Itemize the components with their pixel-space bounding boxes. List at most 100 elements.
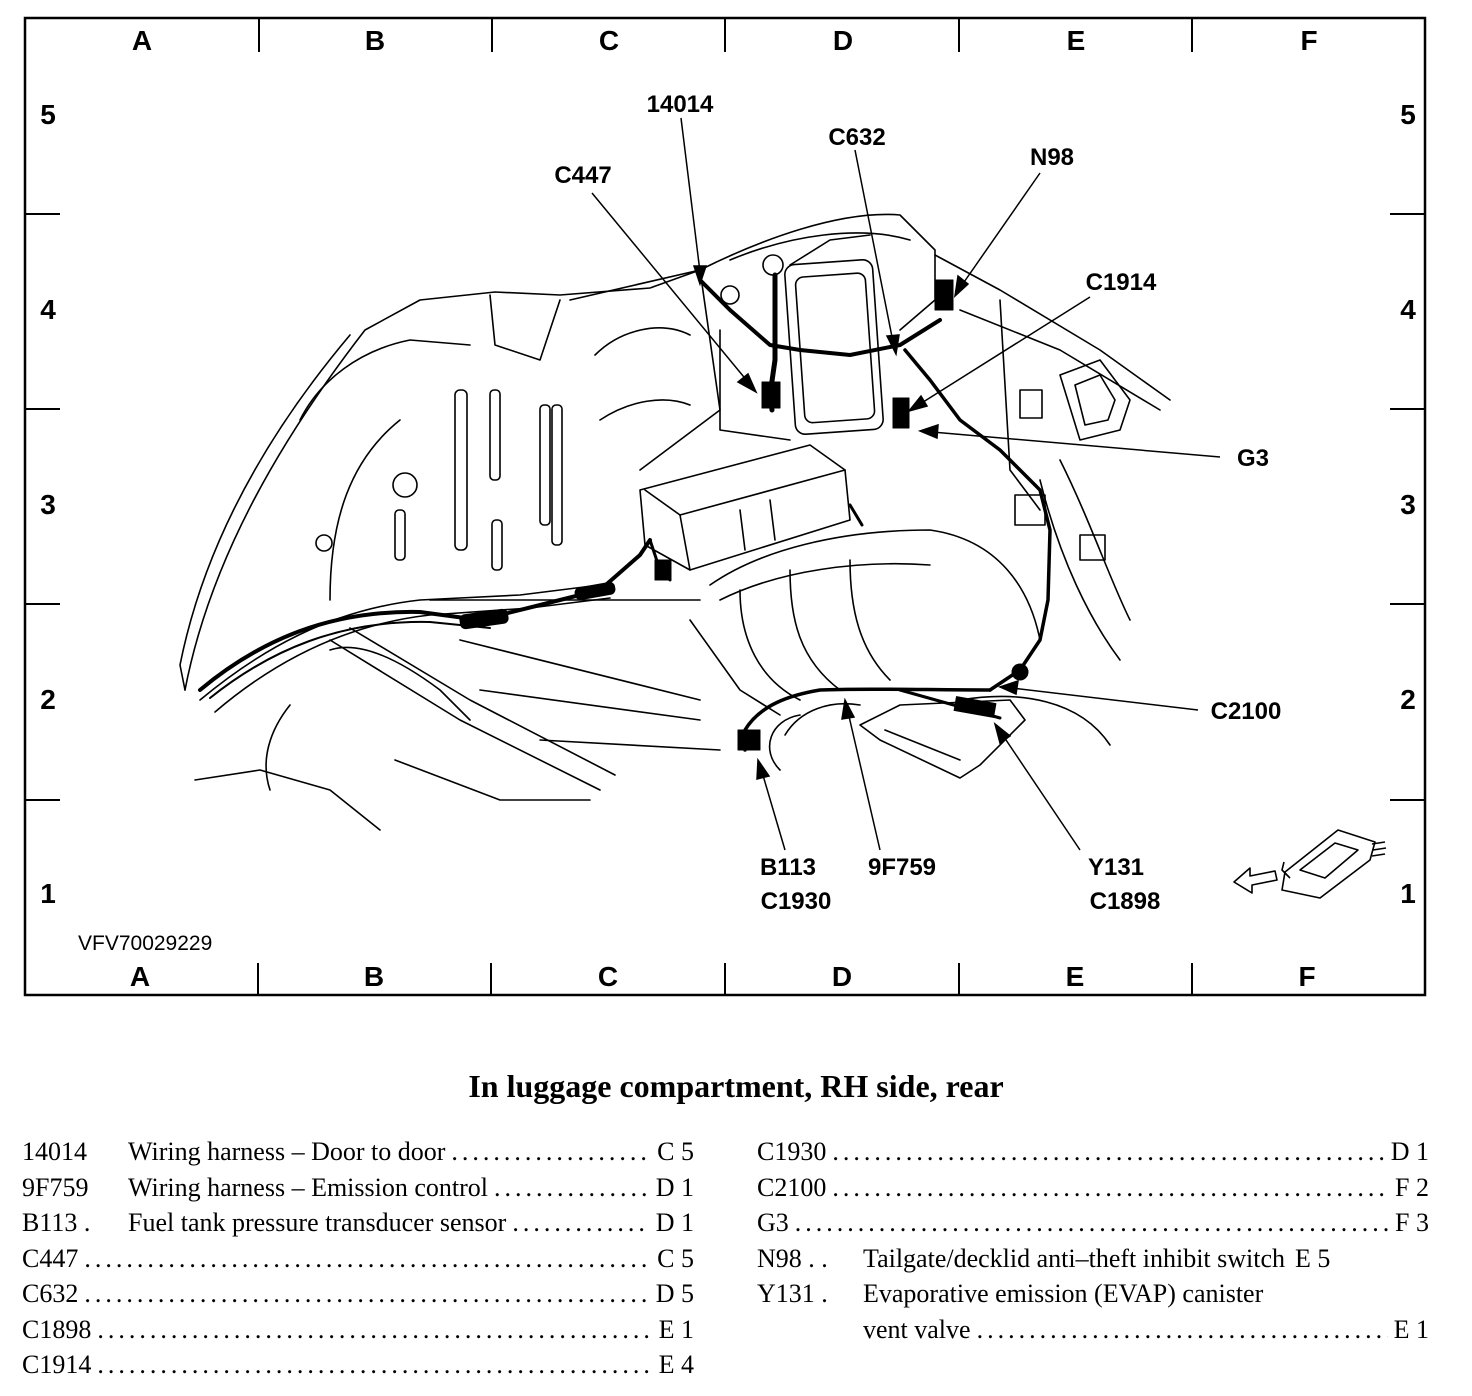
legend-row: C1914 ..................................… [22,1347,694,1383]
legend-location: E 1 [658,1314,694,1344]
legend-location: D 1 [1390,1137,1429,1166]
figure-code: VFV70029229 [78,932,212,955]
legend-row: 14014 Wiring harness – Door to door ....… [22,1134,694,1170]
grid-row-label-right: 2 [1400,684,1416,715]
legend-description: Fuel tank pressure transducer sensor [128,1208,507,1237]
legend-row: B113 . Fuel tank pressure transducer sen… [22,1205,694,1241]
grid-row-label-left: 3 [40,489,56,520]
callout-c632: C632 [828,124,885,151]
legend-code: B113 . [22,1208,91,1237]
legend-row: Y131 . Evaporative emission (EVAP) canis… [757,1276,1429,1312]
grid-row-label-right: 3 [1400,489,1416,520]
leader-dots: ........................................… [451,1137,651,1166]
legend-code: C632 [22,1279,79,1308]
callout-c1914: C1914 [1086,269,1157,296]
legend-location: D 5 [655,1279,694,1308]
callout-14014: 14014 [647,91,714,118]
legend-description: Wiring harness – Emission control [128,1172,489,1202]
legend-row: vent valve .............................… [757,1312,1429,1348]
leader-dots: ........................................… [832,1172,1390,1202]
grid-col-label-top: C [599,25,619,56]
legend-location: F 3 [1395,1208,1429,1237]
legend-location: D 1 [655,1208,694,1237]
leader-dots: ........................................… [494,1172,650,1202]
legend-description: Tailgate/decklid anti–theft inhibit swit… [863,1243,1286,1273]
legend-location: C 5 [657,1243,694,1273]
top-grid-ticks [258,18,1193,52]
callout-g3: G3 [1237,445,1269,472]
leader-dots: ........................................… [97,1350,653,1379]
legend-code: C447 [22,1243,79,1273]
grid-row-label-left: 1 [40,878,56,909]
legend-code: N98 . . [757,1243,828,1273]
grid-col-label-top: B [365,25,385,56]
luggage-compartment-illustration [179,213,1171,831]
grid-col-label-bottom: A [130,961,150,992]
legend-row: G3 .....................................… [757,1205,1429,1241]
wiring-harness-lines [198,272,1052,752]
legend-row: C447 ...................................… [22,1241,694,1277]
grid-row-label-left: 4 [40,294,56,325]
legend-right-column: C1930 ..................................… [757,1134,1429,1347]
legend-row: 9F759 Wiring harness – Emission control … [22,1170,694,1206]
legend-location: E 4 [658,1350,694,1379]
legend-code: 9F759 [22,1172,89,1202]
callout-b113: B113 [760,854,816,881]
grid-col-label-bottom: B [364,961,384,992]
legend-description: Evaporative emission (EVAP) canister [863,1279,1264,1308]
callout-c1898: C1898 [1090,888,1161,915]
vehicle-orientation-icon [1233,829,1387,899]
legend-code: Y131 . [757,1279,828,1308]
legend-code: C1914 [22,1350,92,1379]
legend-row: C2100 ..................................… [757,1170,1429,1206]
leader-dots: ........................................… [794,1208,1389,1237]
leader-dots: ........................................… [97,1314,653,1344]
legend-code: 14014 [22,1137,87,1166]
callout-c1930: C1930 [761,888,832,915]
grid-row-label-right: 4 [1400,294,1416,325]
leader-dots: ........................................… [84,1279,650,1308]
leader-dots [1288,1241,1292,1277]
callout-c447: C447 [554,162,611,189]
grid-col-label-bottom: C [598,961,618,992]
legend-code: C2100 [757,1172,827,1202]
legend-location: E 1 [1393,1314,1429,1344]
location-diagram: A B C D E F A B C D E F 5 4 3 2 1 5 4 3 … [23,16,1427,997]
grid-col-label-top: E [1067,25,1086,56]
leader-dots: ........................................… [832,1137,1385,1166]
legend-row: C1898 ..................................… [22,1312,694,1348]
grid-row-label-left: 2 [40,684,56,715]
legend-left-column: 14014 Wiring harness – Door to door ....… [22,1134,694,1383]
legend-code: C1930 [757,1137,827,1166]
legend-row: C632 ...................................… [22,1276,694,1312]
legend-row: N98 . . Tailgate/decklid anti–theft inhi… [757,1241,1429,1277]
bottom-grid-ticks [257,963,1193,995]
callout-9f759: 9F759 [868,854,936,881]
leader-dots: ........................................… [84,1243,652,1273]
grid-col-label-bottom: E [1066,961,1085,992]
leader-dots: ........................................… [976,1314,1388,1344]
leader-dots: ........................................… [512,1208,649,1237]
legend-location: D 1 [655,1172,694,1202]
grid-col-label-bottom: D [832,961,852,992]
grid-row-label-right: 5 [1400,99,1416,130]
legend-location: C 5 [657,1137,694,1166]
callout-n98: N98 [1030,144,1074,171]
grid-row-label-left: 5 [40,99,56,130]
legend-description: vent valve [863,1314,971,1344]
callout-c2100: C2100 [1211,698,1282,725]
grid-col-label-top: F [1300,25,1317,56]
legend-location: F 2 [1395,1172,1429,1202]
grid-row-label-right: 1 [1400,878,1416,909]
legend-code: G3 [757,1208,789,1237]
right-grid-ticks [1390,213,1425,801]
grid-col-label-top: D [833,25,853,56]
legend-description: Wiring harness – Door to door [128,1137,446,1166]
legend-row: C1930 ..................................… [757,1134,1429,1170]
legend-code: C1898 [22,1314,92,1344]
callout-leaders [591,117,1221,851]
left-grid-ticks [25,213,60,801]
callout-y131: Y131 [1088,854,1144,881]
diagram-caption: In luggage compartment, RH side, rear [468,1068,1004,1104]
grid-col-label-top: A [132,25,152,56]
